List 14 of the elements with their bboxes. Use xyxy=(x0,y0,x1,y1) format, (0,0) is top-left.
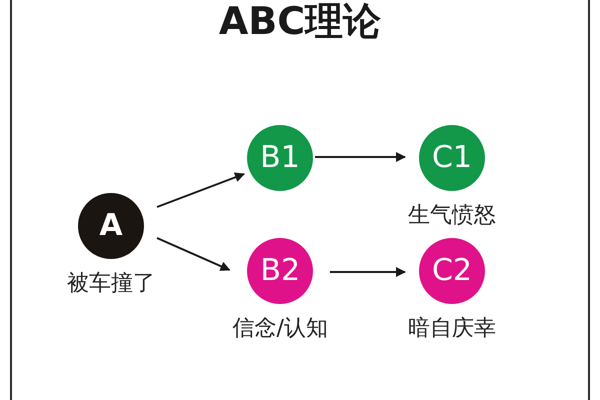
circle-node: B1 xyxy=(247,125,313,191)
circle-node: C2 xyxy=(419,238,485,304)
node-caption: 生气愤怒 xyxy=(408,203,496,228)
circle-node: B2 xyxy=(247,238,314,304)
node-caption: 信念/认知 xyxy=(232,316,328,342)
node-caption: 暗自庆幸 xyxy=(408,316,496,342)
title: ABC理论 xyxy=(218,0,382,44)
arrow xyxy=(156,237,230,271)
arrow xyxy=(315,152,406,162)
arrow xyxy=(330,267,406,277)
node-caption: 被车撞了 xyxy=(67,271,155,296)
circle-node: A xyxy=(78,193,144,259)
arrow xyxy=(156,172,245,208)
circle-node: C1 xyxy=(419,125,485,191)
